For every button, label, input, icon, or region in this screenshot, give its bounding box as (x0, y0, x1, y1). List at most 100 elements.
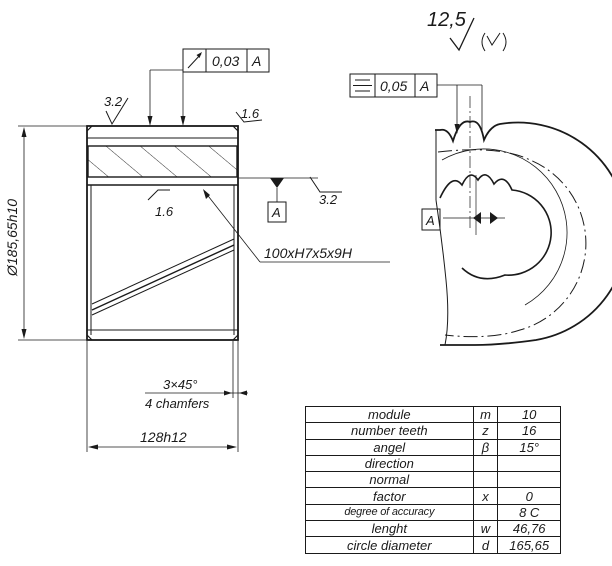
symmetry-tolerance-frame (349, 73, 483, 134)
spec-value (497, 471, 561, 489)
datum-triangle (270, 178, 284, 188)
spline-label: 100xH7x5x9H (264, 245, 353, 261)
arrowhead (239, 390, 247, 396)
outer-circle (435, 120, 612, 346)
frame-box (182, 48, 270, 73)
spec-name: circle diameter (305, 536, 474, 554)
pitch-circle (441, 148, 568, 306)
spec-name: degree of accuracy (305, 503, 474, 522)
spec-name: angel (305, 438, 474, 456)
diameter-label: Ø185,65h10 (4, 199, 20, 277)
datum-triangle (490, 212, 498, 224)
roughness-value-top-left: 3.2 (104, 94, 123, 109)
arrowhead (180, 116, 186, 126)
roughness-mark-datum-side (309, 176, 342, 193)
runout-tolerance-frame (147, 48, 270, 126)
spec-symbol: β (472, 438, 499, 456)
symmetry-symbol-icon (353, 79, 372, 92)
spline-slot (91, 249, 235, 316)
spec-value: 165,65 (497, 536, 561, 554)
spec-value: 15° (497, 438, 561, 456)
arrowhead (147, 116, 153, 126)
runout-datum: A (251, 53, 261, 69)
datum-label-side: A (425, 213, 435, 228)
symmetry-value: 0,05 (380, 78, 407, 94)
spec-symbol (472, 471, 499, 489)
datum-triangle (473, 212, 481, 224)
chamfer-corner (232, 125, 239, 132)
spec-value: 8 C (497, 503, 561, 522)
chamfer-size-label: 3×45° (163, 377, 197, 392)
spec-symbol: w (472, 520, 499, 538)
frame-box (349, 73, 438, 98)
datum-label-front: A (271, 205, 281, 220)
break-line (435, 199, 449, 346)
datum-box (421, 208, 441, 231)
runout-value: 0,03 (212, 53, 239, 69)
root-circle (437, 149, 587, 338)
spec-value: 0 (497, 487, 561, 505)
length-label: 128h12 (140, 429, 187, 445)
spec-value: 16 (497, 422, 561, 440)
arrowhead (21, 127, 27, 137)
spline-slot (91, 244, 235, 311)
arrowhead (224, 390, 232, 396)
datum-marker-front (238, 177, 318, 223)
spec-symbol: x (472, 487, 499, 505)
chamfer-callout (145, 341, 248, 398)
spec-name: number teeth (305, 422, 474, 440)
chamfer-corner (86, 334, 93, 341)
roughness-mark-top-left (105, 97, 129, 126)
spec-value: 10 (497, 405, 561, 424)
arrowhead (21, 329, 27, 339)
chamfer-corner (86, 125, 93, 132)
datum-box (267, 201, 287, 223)
chamfer-corner (232, 334, 239, 341)
arrowhead (88, 444, 98, 450)
leader-line (204, 191, 261, 263)
side-view (421, 96, 612, 346)
roughness-value-datum-side: 3.2 (319, 192, 338, 207)
spec-value: 46,76 (497, 520, 561, 538)
spec-row: degree of accuracy 8 C (305, 503, 561, 522)
bore-tooth (439, 174, 552, 280)
arrowhead (227, 444, 237, 450)
roughness-mark-top-right (235, 111, 263, 123)
spec-symbol (472, 454, 499, 473)
part-outline (86, 125, 239, 341)
spec-name: normal (305, 471, 474, 489)
length-dimension (86, 341, 239, 452)
spec-symbol: m (472, 405, 499, 424)
chamfer-count-label: 4 chamfers (145, 396, 210, 411)
roughness-mark-bore (147, 189, 170, 201)
spec-row: direction (305, 454, 561, 473)
diameter-dimension (18, 125, 86, 341)
spec-symbol: z (472, 422, 499, 440)
roughness-value-top-right: 1.6 (241, 106, 260, 121)
roughness-value-bore: 1.6 (155, 204, 174, 219)
spec-name: lenght (305, 520, 474, 538)
spec-name: factor (305, 487, 474, 505)
spec-row: normal (305, 471, 561, 489)
runout-symbol-icon (187, 52, 202, 69)
spec-symbol (472, 503, 499, 522)
symmetry-datum: A (419, 78, 429, 94)
section-hatch (87, 145, 238, 178)
spline-slot (91, 238, 235, 305)
spline-callout (203, 189, 390, 263)
front-view (86, 125, 239, 341)
spec-value (497, 454, 561, 473)
roughness-overall-symbol (449, 17, 507, 52)
spec-symbol: d (472, 536, 499, 554)
spec-name: direction (305, 454, 474, 473)
